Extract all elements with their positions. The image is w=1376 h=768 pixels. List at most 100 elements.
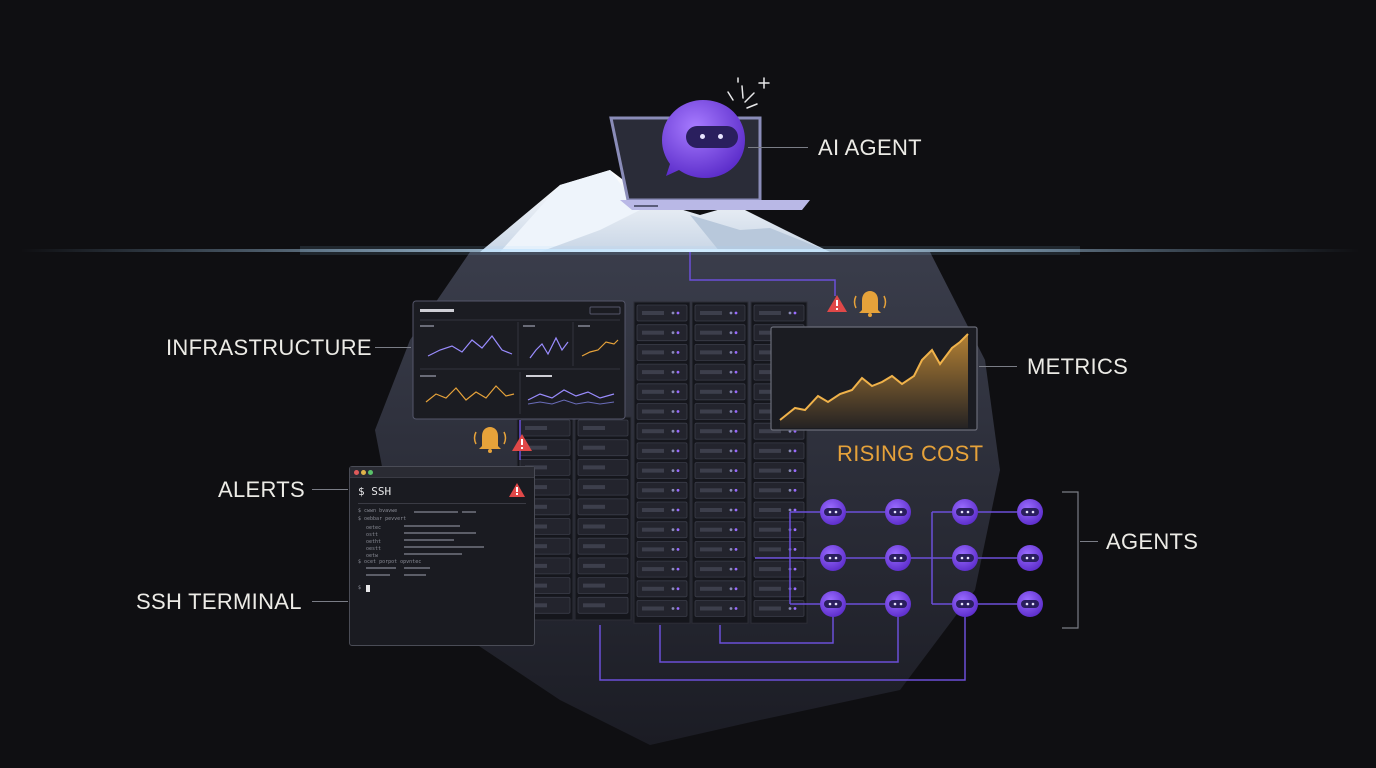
server-led (671, 351, 675, 354)
server-vent (759, 429, 781, 434)
server-led (676, 311, 680, 315)
bell-icon-metrics (853, 291, 887, 317)
server-led (729, 351, 733, 354)
server-led (729, 429, 733, 433)
server-vent (700, 488, 722, 493)
terminal-titlebar (350, 467, 534, 478)
maximize-dot-icon (368, 470, 373, 475)
server-led (729, 390, 733, 394)
server-vent (642, 409, 664, 414)
server-vent (525, 504, 547, 509)
agent-node-icon (952, 591, 978, 617)
server-led (676, 607, 680, 610)
agent-node-icon (1017, 499, 1043, 525)
server-vent (759, 311, 781, 315)
infrastructure-label: INFRASTRUCTURE (166, 335, 372, 360)
terminal-cursor (366, 585, 370, 592)
server-vent (525, 524, 547, 529)
server-led (729, 587, 733, 591)
server-led (793, 548, 797, 551)
server-led (734, 390, 738, 394)
server-led (729, 528, 733, 532)
agent-node-icon (820, 591, 846, 617)
server-led (671, 508, 675, 512)
server-racks (516, 301, 808, 624)
server-led (676, 390, 680, 394)
server-vent (700, 547, 722, 552)
server-vent (583, 544, 605, 549)
server-vent (759, 606, 781, 611)
server-led (793, 449, 797, 453)
server-vent (700, 350, 722, 355)
agent-nodes (820, 499, 1043, 617)
server-led (671, 331, 675, 335)
server-vent (525, 544, 547, 549)
server-led (734, 528, 738, 532)
server-vent (642, 567, 664, 572)
server-vent (700, 468, 722, 473)
agent-node-icon (952, 499, 978, 525)
server-vent (759, 389, 781, 394)
server-led (729, 449, 733, 453)
server-vent (700, 311, 722, 315)
server-vent (759, 370, 781, 375)
server-vent (525, 426, 547, 430)
server-vent (642, 527, 664, 532)
server-vent (700, 567, 722, 572)
ssh-terminal-window: $ SSH $ cwwn bvavwe $ oebbar pevvert oet… (349, 466, 535, 646)
server-vent (642, 468, 664, 473)
server-led (729, 311, 733, 315)
server-led (793, 607, 797, 610)
server-vent (759, 488, 781, 493)
server-led (729, 410, 733, 413)
infrastructure-leader (375, 347, 411, 348)
server-vent (583, 563, 605, 568)
server-vent (642, 389, 664, 394)
server-vent (525, 485, 547, 490)
server-vent (525, 465, 547, 470)
server-vent (583, 524, 605, 529)
server-led (734, 567, 738, 571)
server-led (676, 370, 680, 374)
server-led (734, 429, 738, 433)
terminal-line: ostt (366, 532, 379, 538)
terminal-line: oetec (366, 525, 382, 531)
server-vent (759, 448, 781, 453)
server-led (793, 528, 797, 532)
server-led (729, 567, 733, 571)
server-led (729, 370, 733, 374)
server-led (671, 488, 675, 492)
server-led (729, 548, 733, 551)
server-led (676, 331, 680, 335)
server-vent (759, 350, 781, 355)
server-vent (525, 583, 547, 588)
metrics-leader (979, 366, 1017, 367)
server-led (788, 311, 792, 315)
server-led (788, 488, 792, 492)
server-vent (525, 603, 547, 608)
terminal-line: oestt (366, 546, 382, 552)
server-vent (583, 445, 605, 450)
ssh-terminal-leader (312, 601, 348, 602)
terminal-line: oetw (366, 553, 379, 559)
server-led (788, 449, 792, 453)
server-led (734, 449, 738, 453)
server-vent (642, 508, 664, 512)
server-vent (700, 389, 722, 394)
server-vent (759, 547, 781, 552)
server-vent (583, 465, 605, 470)
water-line (20, 249, 1360, 252)
server-vent (642, 606, 664, 611)
server-vent (700, 330, 722, 335)
ai-agent-leader (748, 147, 808, 148)
server-vent (583, 504, 605, 509)
server-vent (700, 606, 722, 611)
server-led (734, 370, 738, 374)
server-led (734, 311, 738, 315)
server-led (676, 587, 680, 591)
server-vent (642, 429, 664, 434)
server-vent (642, 311, 664, 315)
server-vent (583, 603, 605, 608)
server-led (729, 331, 733, 335)
